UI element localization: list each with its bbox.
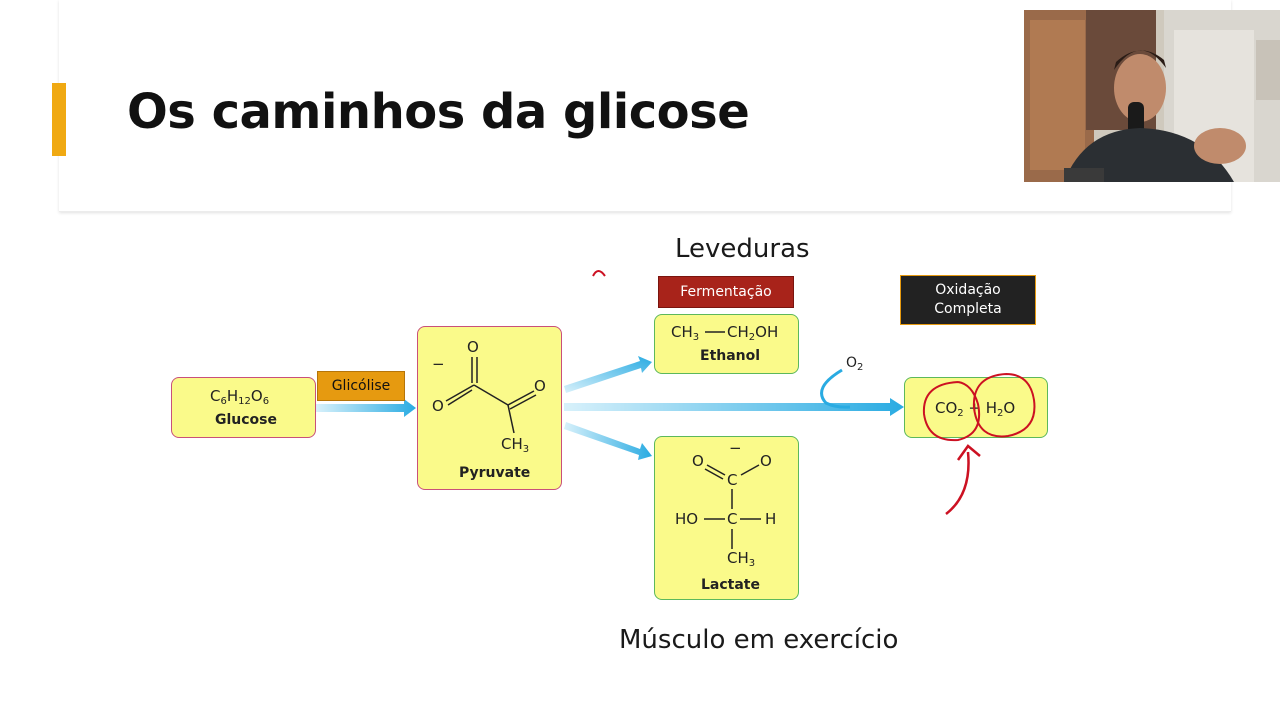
pyruvate-charge: −: [432, 355, 445, 373]
pyruvate-oxygen-left: O: [432, 397, 444, 415]
lactate-hydroxyl: HO: [675, 510, 699, 528]
oxidation-label-line1: Oxidação: [935, 282, 1001, 298]
lactate-oxygen-right: O: [760, 452, 772, 470]
glucose-formula: C6H12O6: [210, 387, 270, 407]
ethanol-hydroxymethyl: CH2OH: [727, 323, 779, 343]
pyruvate-bonds: [445, 357, 537, 434]
yeast-caption: Leveduras: [675, 234, 810, 264]
glycolysis-label-text: Glicólise: [331, 378, 391, 394]
oxidation-label-line2: Completa: [934, 301, 1002, 317]
annotation-circle-h2o: [972, 373, 1036, 438]
pyruvate-name: Pyruvate: [459, 465, 531, 481]
lactate-box: − O C O HO C H CH3 Lactate: [654, 436, 799, 600]
pyruvate-methyl: CH3: [501, 435, 530, 455]
ethanol-methyl: CH3: [671, 323, 700, 343]
lactate-charge: −: [729, 439, 742, 457]
glucose-name: Glucose: [215, 412, 278, 428]
annotation-circle-co2: [922, 381, 980, 442]
oxygen-label: O2: [846, 355, 864, 373]
slide-title: Os caminhos da glicose: [127, 84, 750, 140]
oxidation-arrow: [564, 398, 904, 416]
title-accent-bar: [52, 83, 66, 156]
lactate-bonds: [704, 464, 761, 549]
lactate-oxygen-left: O: [692, 452, 704, 470]
lactate-name: Lactate: [701, 577, 760, 593]
glycolysis-arrow: [316, 399, 416, 417]
fermentation-label-text: Fermentação: [680, 284, 772, 300]
lactate-methyl: CH3: [727, 549, 756, 569]
glycolysis-label: Glicólise: [317, 371, 405, 401]
ethanol-name: Ethanol: [700, 348, 761, 364]
lactate-carboxyl-carbon: C: [727, 471, 738, 489]
pyruvate-oxygen-top: O: [467, 338, 479, 356]
annotation-tick-mark: [592, 270, 606, 277]
webcam-overlay: [1024, 10, 1280, 182]
fermentation-arrow: [564, 356, 652, 393]
complete-oxidation-label: Oxidação Completa: [900, 275, 1036, 325]
pyruvate-oxygen-right: O: [534, 377, 546, 395]
glucose-box: C6H12O6 Glucose: [171, 377, 316, 438]
annotation-arrow-head: [956, 444, 981, 461]
lactate-alpha-carbon: C: [727, 510, 738, 528]
pyruvate-box: − O O O CH3 Pyruvate: [417, 326, 562, 490]
exercising-muscle-caption: Músculo em exercício: [619, 625, 899, 655]
ethanol-box: CH3 CH2OH Ethanol: [654, 314, 799, 374]
annotation-arrow-stroke: [945, 451, 970, 515]
ethanol-bond: [705, 331, 725, 333]
webcam-presenter-image: [1024, 10, 1280, 182]
lactate-arrow: [564, 422, 652, 460]
lactate-hydrogen: H: [765, 510, 777, 528]
fermentation-label: Fermentação: [658, 276, 794, 308]
oxygen-input-arrow: [820, 368, 851, 409]
